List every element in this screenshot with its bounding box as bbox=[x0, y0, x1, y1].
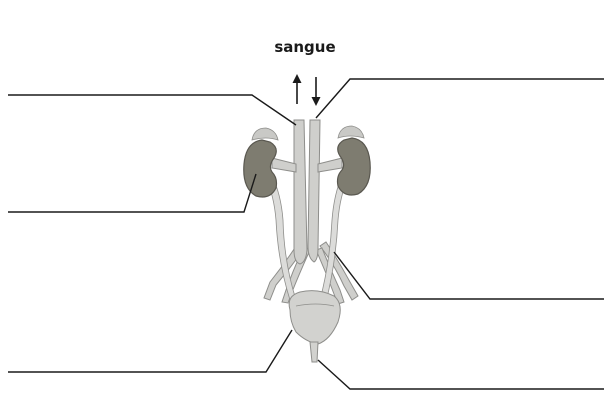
adrenal-right bbox=[338, 126, 364, 138]
bladder bbox=[289, 291, 340, 344]
renal-vessel-right bbox=[318, 158, 342, 172]
vena-cava bbox=[294, 120, 307, 264]
label-line-bottom-right bbox=[318, 360, 604, 389]
urethra bbox=[310, 342, 318, 362]
label-line-mid-left bbox=[8, 174, 256, 212]
arrow-up-icon bbox=[293, 74, 302, 104]
label-line-top-right bbox=[316, 79, 604, 118]
label-line-top-left bbox=[8, 95, 296, 125]
kidney-left bbox=[244, 140, 277, 197]
adrenal-left bbox=[252, 128, 278, 140]
aorta bbox=[308, 120, 320, 262]
label-line-bottom-left bbox=[8, 330, 292, 372]
arrow-down-icon bbox=[312, 77, 321, 106]
renal-vessel-left bbox=[272, 158, 296, 172]
label-line-mid-right bbox=[334, 252, 604, 299]
blood-label: sangue bbox=[274, 38, 335, 56]
